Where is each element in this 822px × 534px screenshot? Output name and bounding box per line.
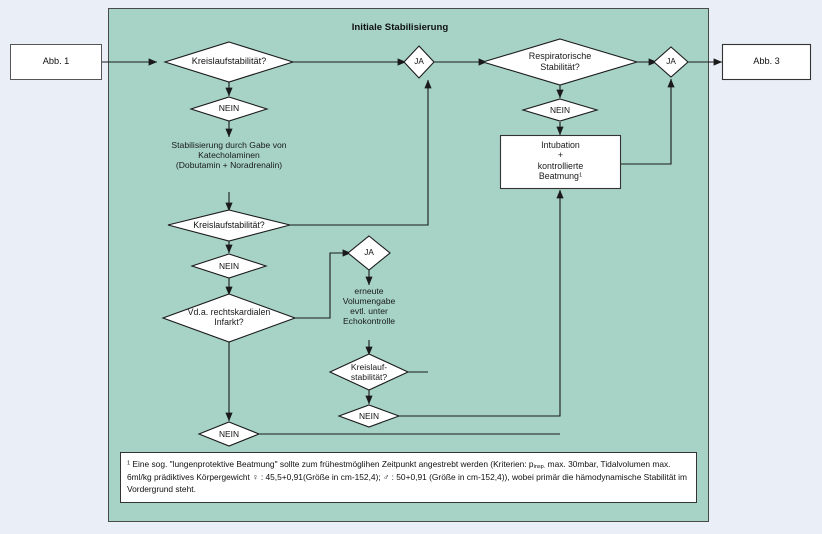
footnote-subscript: insp. bbox=[533, 464, 546, 471]
footnote-marker: 1 bbox=[127, 460, 131, 467]
diamond-nein-3 bbox=[197, 421, 261, 447]
abb3-label: Abb. 3 bbox=[753, 56, 780, 67]
panel-title: Initiale Stabilisierung bbox=[351, 22, 449, 34]
diamond-vda-rechtskardialen bbox=[161, 293, 297, 343]
diamond-kreislauf-stabilitaet-3 bbox=[328, 353, 410, 391]
nein-4-label: NEIN bbox=[358, 410, 379, 421]
footnote-text: 1 Eine sog. "lungenprotektive Beatmung" … bbox=[127, 459, 687, 495]
intubation-box bbox=[499, 134, 622, 190]
diamond-nein-2 bbox=[190, 253, 268, 279]
diamond-ja-2 bbox=[347, 235, 391, 271]
nein-2-label: NEIN bbox=[218, 260, 239, 271]
nein-1-label: NEIN bbox=[218, 103, 240, 114]
diamond-kreislaufstabilitaet-2 bbox=[167, 209, 291, 242]
diamond-nein-4 bbox=[337, 404, 401, 428]
ja-1-label: JA bbox=[414, 57, 424, 67]
abb1-box bbox=[10, 44, 102, 80]
edge-vda-to-ja2 bbox=[294, 249, 352, 319]
diamond-kreislaufstabilitaet-1 bbox=[163, 41, 295, 83]
diamond-nein-5 bbox=[521, 98, 599, 122]
ja-3-label: JA bbox=[666, 57, 676, 67]
diamond-respiratorische-stabilitaet bbox=[481, 38, 639, 86]
abb3-box bbox=[721, 43, 812, 81]
edge-nein4-to-intubation bbox=[397, 189, 564, 417]
ja-2-label: JA bbox=[364, 248, 374, 258]
footnote-box bbox=[120, 452, 697, 503]
diamond-ja-1 bbox=[403, 45, 435, 79]
abb1-label: Abb. 1 bbox=[42, 56, 70, 67]
diamond-ja-3 bbox=[653, 46, 689, 78]
diamond-nein-1 bbox=[189, 96, 269, 122]
nein-3-label: NEIN bbox=[218, 428, 239, 439]
decision-shapes bbox=[161, 38, 689, 447]
kreislaufstabilitaet-1-label: Kreislaufstabilität? bbox=[191, 56, 267, 67]
edge-k2-to-ja1 bbox=[289, 79, 432, 226]
nein-5-label: NEIN bbox=[549, 104, 570, 115]
edge-intubation-to-ja3 bbox=[621, 78, 675, 165]
kreislaufstabilitaet-2-label: Kreislaufstabilität? bbox=[193, 219, 265, 230]
